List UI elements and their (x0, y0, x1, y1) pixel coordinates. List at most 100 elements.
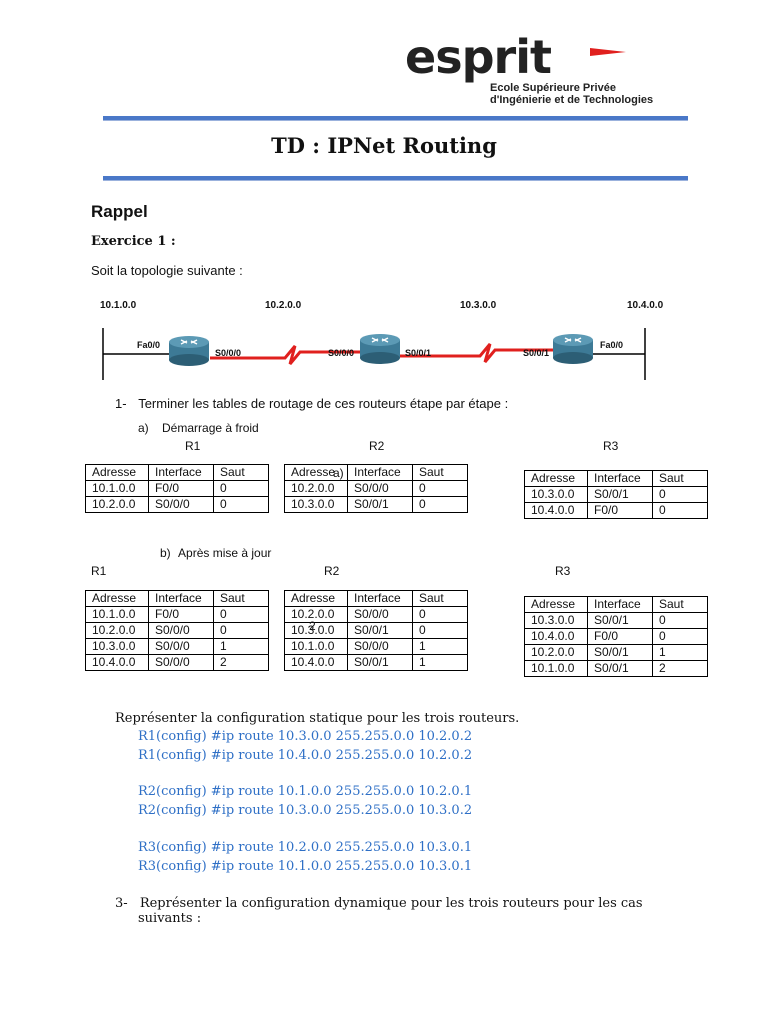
router-r3-icon (553, 334, 593, 364)
esprit-logo: esprit (405, 30, 552, 84)
serial-link-2 (400, 343, 555, 363)
network-label-4: 10.4.0.0 (627, 300, 664, 311)
header-address: Adresse (284, 464, 348, 481)
cell-address: 10.4.0.0 (524, 502, 588, 519)
cell-hops: 1 (652, 644, 708, 661)
router-r1-icon (169, 336, 209, 366)
step-b-text: Après mise à jour (178, 546, 272, 560)
header-interface: Interface (148, 590, 214, 607)
cell-hops: 0 (652, 628, 708, 645)
interface-label-r3-s: S0/0/1 (523, 348, 550, 358)
school-name: Ecole Supérieure Privée d'Ingénierie et … (490, 82, 653, 106)
table-header-row: Adresse Interface Saut (284, 590, 468, 607)
question-3-num: 3- (115, 896, 128, 911)
cell-hops: 0 (412, 480, 468, 497)
header-interface: Interface (148, 464, 214, 481)
table-header-row: Adresse Interface Saut (85, 464, 269, 481)
question-2: Représenter la configuration statique po… (115, 711, 520, 726)
cell-hops: 0 (412, 622, 468, 639)
cell-interface: S0/0/0 (347, 638, 413, 655)
intro-text: Soit la topologie suivante : (91, 263, 243, 278)
router-label-r1-b: R1 (91, 564, 107, 578)
step-b-num: b) (160, 546, 171, 560)
cell-address: 10.2.0.0 (284, 606, 348, 623)
cell-hops: 0 (412, 496, 468, 513)
config-line-3: R2(config) #ip route 10.1.0.0 255.255.0.… (138, 784, 473, 799)
header-hops: Saut (652, 596, 708, 613)
section-heading: Rappel (91, 202, 148, 221)
cell-interface: S0/0/1 (347, 496, 413, 513)
step-b: b) Après mise à jour (160, 546, 271, 560)
cell-hops: 0 (652, 612, 708, 629)
cell-hops: 0 (213, 496, 269, 513)
table-header-row: Adresse Interface Saut (524, 470, 708, 487)
header-interface: Interface (347, 464, 413, 481)
table-header-row: Adresse Interface Saut (85, 590, 269, 607)
interface-label-r2-s1: S0/0/1 (405, 348, 432, 358)
header-address: Adresse (524, 470, 588, 487)
cell-hops: 0 (213, 480, 269, 497)
router-label-r2-b: R2 (324, 564, 340, 578)
serial-link-1 (210, 345, 363, 365)
cell-address: 10.4.0.0 (284, 654, 348, 671)
question-1: 1- Terminer les tables de routage de ces… (115, 396, 508, 411)
table-header-row: Adresse Interface Saut (524, 596, 708, 613)
cell-address: 10.4.0.0 (524, 628, 588, 645)
cell-address: 10.1.0.0 (85, 606, 149, 623)
router-label-r3-a: R3 (603, 439, 619, 453)
router-label-r3-b: R3 (555, 564, 571, 578)
cell-interface: S0/0/0 (148, 654, 214, 671)
cell-interface: S0/0/0 (347, 480, 413, 497)
cell-interface: S0/0/0 (148, 622, 214, 639)
router-label-r2-a: R2 (369, 439, 385, 453)
step-a: a) Démarrage à froid (138, 421, 259, 435)
cell-address: 10.3.0.0 (284, 622, 348, 639)
page-title: TD : IPNet Routing (271, 133, 497, 158)
router-label-r1-a: R1 (185, 439, 201, 453)
cell-hops: 1 (412, 654, 468, 671)
logo-flag-icon (590, 48, 626, 56)
question-3: 3- Représenter la configuration dynamiqu… (115, 896, 675, 926)
header-hops: Saut (213, 464, 269, 481)
stray-overlay-a: a) (333, 466, 344, 480)
cell-hops: 0 (412, 606, 468, 623)
config-line-2: R1(config) #ip route 10.4.0.0 255.255.0.… (138, 748, 473, 763)
header-hops: Saut (213, 590, 269, 607)
cell-hops: 0 (213, 606, 269, 623)
interface-label-r1-fa: Fa0/0 (137, 340, 161, 350)
header-interface: Interface (347, 590, 413, 607)
top-rule (103, 116, 688, 120)
cell-address: 10.2.0.0 (524, 644, 588, 661)
cell-address: 10.3.0.0 (85, 638, 149, 655)
bottom-rule (103, 176, 688, 180)
config-line-5: R3(config) #ip route 10.2.0.0 255.255.0.… (138, 840, 473, 855)
network-label-1: 10.1.0.0 (100, 300, 137, 311)
header-interface: Interface (587, 470, 653, 487)
cell-hops: 0 (652, 486, 708, 503)
cell-address: 10.2.0.0 (284, 480, 348, 497)
exercise-title: Exercice 1 : (91, 234, 176, 249)
cell-address: 10.3.0.0 (524, 612, 588, 629)
network-label-2: 10.2.0.0 (265, 300, 302, 311)
cell-address: 10.1.0.0 (524, 660, 588, 677)
cell-interface: S0/0/1 (587, 612, 653, 629)
cell-interface: S0/0/1 (347, 654, 413, 671)
question-1-num: 1- (115, 396, 127, 411)
stray-overlay-2: 2 (309, 619, 316, 633)
header-address: Adresse (85, 590, 149, 607)
